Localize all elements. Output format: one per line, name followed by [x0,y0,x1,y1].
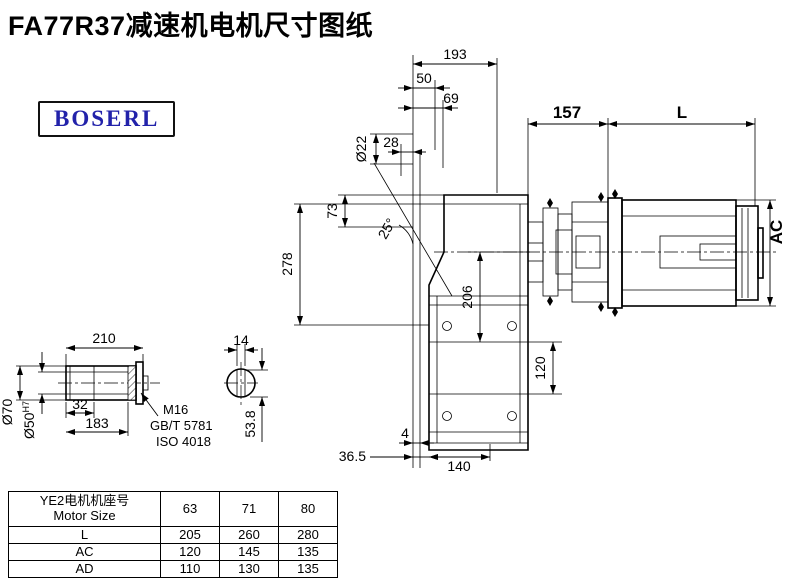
motor-size-header-cell: YE2电机机座号 Motor Size [8,491,161,527]
dim-210-label: 210 [92,330,116,346]
dia-70-label: Ø70 [0,399,15,426]
row-label-L: L [8,526,161,544]
motor-adapter [527,189,618,317]
shaft-detail-view: 210 32 183 Ø70 Ø50H7 M16 GB/T 5781 ISO 4… [0,330,213,449]
table-row: L 205 260 280 [8,526,338,544]
dim-69-label: 69 [443,90,459,106]
motor-body [607,197,764,309]
motor-size-label-en: Motor Size [53,508,116,523]
dia-22-label: Ø22 [353,136,369,163]
frame-size-63: 63 [160,491,220,527]
value-L-63: 205 [160,526,220,544]
row-label-AC: AC [8,543,161,561]
dim-32-label: 32 [72,396,88,412]
value-L-71: 260 [219,526,279,544]
dim-14-label: 14 [233,332,249,348]
value-AC-80: 135 [278,543,338,561]
value-AD-63: 110 [160,560,220,578]
dim-140-label: 140 [447,458,471,474]
dim-120-label: 120 [532,356,548,380]
dim-L-label: L [677,103,687,122]
standard-iso-label: ISO 4018 [156,434,211,449]
table-row: AC 120 145 135 [8,543,338,561]
dim-193-label: 193 [443,46,467,62]
value-AC-71: 145 [219,543,279,561]
reference-lines [373,55,778,468]
dim-183-label: 183 [85,415,109,431]
dim-36-5-label: 36.5 [339,448,366,464]
dim-28-label: 28 [383,134,399,150]
dim-206-label: 206 [459,285,475,309]
page-title: FA77R37减速机电机尺寸图纸 [8,11,374,41]
brand-logo: BOSERL [38,101,176,137]
frame-size-80: 80 [278,491,338,527]
dim-50-label: 50 [416,70,432,86]
motor-size-label-cn: YE2电机机座号 [39,493,130,509]
standard-gb-label: GB/T 5781 [150,418,213,433]
angle-25-label: 25° [374,215,398,241]
value-L-80: 280 [278,526,338,544]
shaft-cross-section: 14 53.8 [224,332,268,442]
dia-50-value: Ø50 [21,412,37,439]
dim-4-label: 4 [401,425,409,441]
dia-50-tolerance: H7 [21,401,31,413]
motor-size-table: YE2电机机座号 Motor Size 63 71 80 L 205 260 2… [8,491,338,578]
frame-size-71: 71 [219,491,279,527]
dim-157-label: 157 [553,103,581,122]
dim-73-label: 73 [324,203,340,219]
gearbox-housing [428,194,529,451]
dim-278-label: 278 [279,252,295,276]
bolt-head-icon [547,189,618,317]
table-row: YE2电机机座号 Motor Size 63 71 80 [8,491,338,527]
dim-AC-label: AC [767,220,786,245]
dia-50-label: Ø50H7 [21,401,37,439]
main-dimensions: 193 50 69 28 Ø22 73 25° 278 [279,46,786,474]
thread-label: M16 [163,402,188,417]
value-AC-63: 120 [160,543,220,561]
dim-53-8-label: 53.8 [242,410,258,437]
